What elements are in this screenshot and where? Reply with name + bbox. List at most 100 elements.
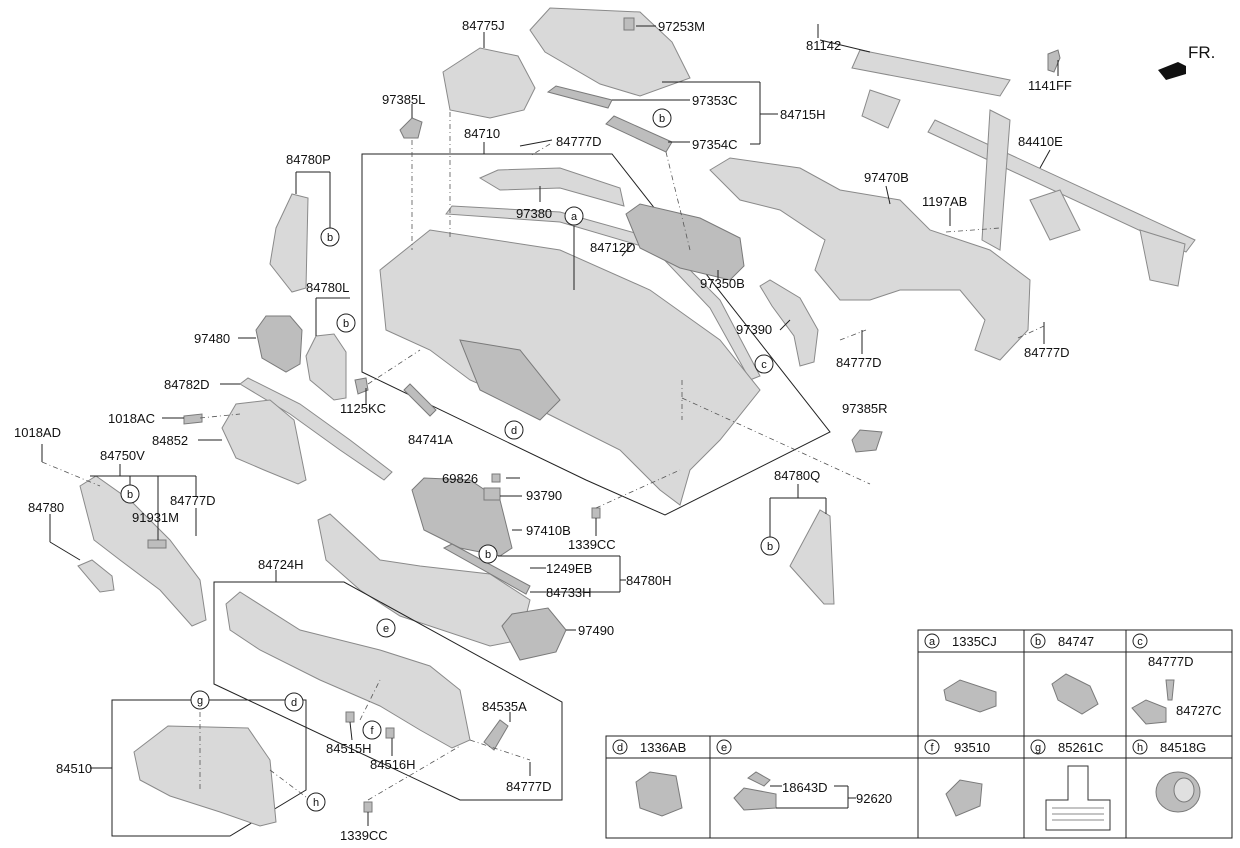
svg-text:b: b [659, 113, 665, 125]
legend-table: a 1335CJ b 84747 c 84777D 84727C d 1336A… [605, 629, 1233, 839]
svg-text:e: e [721, 742, 727, 754]
label-84782D: 84782D [164, 377, 210, 392]
label-97253M: 97253M [658, 19, 705, 34]
svg-text:a: a [929, 636, 936, 648]
svg-text:f: f [930, 742, 934, 754]
part-84515H-shape [345, 711, 355, 723]
label-97480: 97480 [194, 331, 230, 346]
label-97390: 97390 [736, 322, 772, 337]
label-84715H: 84715H [780, 107, 826, 122]
front-arrow-icon [1158, 62, 1186, 80]
label-84710: 84710 [464, 126, 500, 141]
svg-text:g: g [1035, 742, 1041, 754]
svg-text:e: e [383, 623, 389, 635]
part-1339CC-mid-shape [591, 507, 601, 519]
label-84777D-left: 84777D [170, 493, 216, 508]
label-81142: 81142 [806, 38, 841, 53]
legend-e-housing-shape [733, 787, 777, 811]
legend-c-bolt-shape [1165, 679, 1175, 701]
svg-text:c: c [1137, 636, 1143, 648]
label-84777D-top: 84777D [556, 134, 602, 149]
part-1141FF-shape [1047, 49, 1061, 73]
callout-a: a [564, 206, 584, 226]
callout-d-top: d [504, 420, 524, 440]
legend-c-sub1: 84777D [1148, 654, 1194, 669]
legend-g-part: 85261C [1058, 740, 1104, 755]
part-97353C-shape [546, 85, 613, 109]
legend-d-part: 1336AB [640, 740, 686, 755]
legend-h-damper-shape [1155, 771, 1201, 813]
part-84712D-bracket [459, 339, 561, 421]
label-91931M: 91931M [132, 510, 179, 525]
enclosure-84724H [213, 581, 563, 801]
part-labels: 84775J 97253M 81142 97385L 97353C 84715H… [14, 18, 1072, 843]
legend-c-sub2: 84727C [1176, 703, 1222, 718]
legend-header-b: b 84747 [1030, 633, 1094, 649]
label-1141FF: 1141FF [1028, 78, 1072, 93]
part-97253M-shape [623, 17, 635, 31]
legend-b-part: 84747 [1058, 634, 1094, 649]
legend-b-clip-shape [1051, 673, 1099, 715]
svg-text:g: g [197, 695, 203, 707]
label-97350B: 97350B [700, 276, 745, 291]
callout-b-84780L: b [336, 313, 356, 333]
callout-b-84780P: b [320, 227, 340, 247]
legend-g-label-sticker [1045, 765, 1111, 831]
label-84410E: 84410E [1018, 134, 1063, 149]
label-1197AB: 1197AB [922, 194, 967, 209]
callout-e: e [376, 618, 396, 638]
part-1339CC-bottom-shape [363, 801, 373, 813]
legend-e-pin-shape [747, 771, 771, 787]
legend-header-d: d 1336AB [612, 739, 686, 755]
label-84852: 84852 [152, 433, 188, 448]
label-84535A: 84535A [482, 699, 527, 714]
part-97350B-shape [625, 203, 745, 281]
part-97385R-shape [851, 429, 883, 453]
legend-e-sub1: 18643D [782, 780, 828, 795]
svg-text:f: f [370, 725, 374, 737]
part-84516H-shape [385, 727, 395, 739]
label-84780H: 84780H [626, 573, 672, 588]
legend-a-part: 1335CJ [952, 634, 997, 649]
label-84775J: 84775J [462, 18, 505, 33]
legend-e-sub2: 92620 [856, 791, 892, 806]
part-69826-shape [491, 473, 501, 483]
label-84516H: 84516H [370, 757, 416, 772]
part-97470B-shape [709, 157, 1031, 361]
legend-header-e: e 18643D 92620 [716, 739, 892, 806]
part-84410E-shape [851, 49, 1196, 287]
svg-text:b: b [485, 549, 491, 561]
part-84535A-shape [483, 719, 509, 751]
legend-header-h: h 84518G [1132, 739, 1206, 755]
part-84780Q-shape [789, 509, 835, 605]
svg-text:c: c [761, 359, 767, 371]
label-97490: 97490 [578, 623, 614, 638]
label-84724H: 84724H [258, 557, 304, 572]
front-direction-indicator: FR. [1158, 43, 1215, 80]
label-1339CC-mid: 1339CC [568, 537, 616, 552]
label-97380: 97380 [516, 206, 552, 221]
callout-b-84780Q: b [760, 536, 780, 556]
label-97385R: 97385R [842, 401, 888, 416]
svg-text:b: b [127, 489, 133, 501]
label-97354C: 97354C [692, 137, 738, 152]
svg-text:d: d [291, 697, 297, 709]
legend-f-part: 93510 [954, 740, 990, 755]
callout-c: c [754, 354, 774, 374]
legend-header-c: c 84777D 84727C [1132, 633, 1222, 718]
label-1249EB: 1249EB [546, 561, 592, 576]
label-84777D-right: 84777D [1024, 345, 1070, 360]
label-84777D-mid: 84777D [836, 355, 882, 370]
part-97490-shape [501, 607, 567, 661]
svg-text:d: d [617, 742, 623, 754]
part-97385L-shape [399, 117, 423, 139]
part-97390-shape [759, 279, 819, 367]
part-84724H-shape [225, 591, 471, 749]
label-84750V: 84750V [100, 448, 145, 463]
part-1018AC-shape [183, 413, 203, 425]
label-84733H: 84733H [546, 585, 592, 600]
part-84780-small-shape [77, 559, 115, 593]
callout-b-84750V: b [120, 484, 140, 504]
label-84712D: 84712D [590, 240, 636, 255]
